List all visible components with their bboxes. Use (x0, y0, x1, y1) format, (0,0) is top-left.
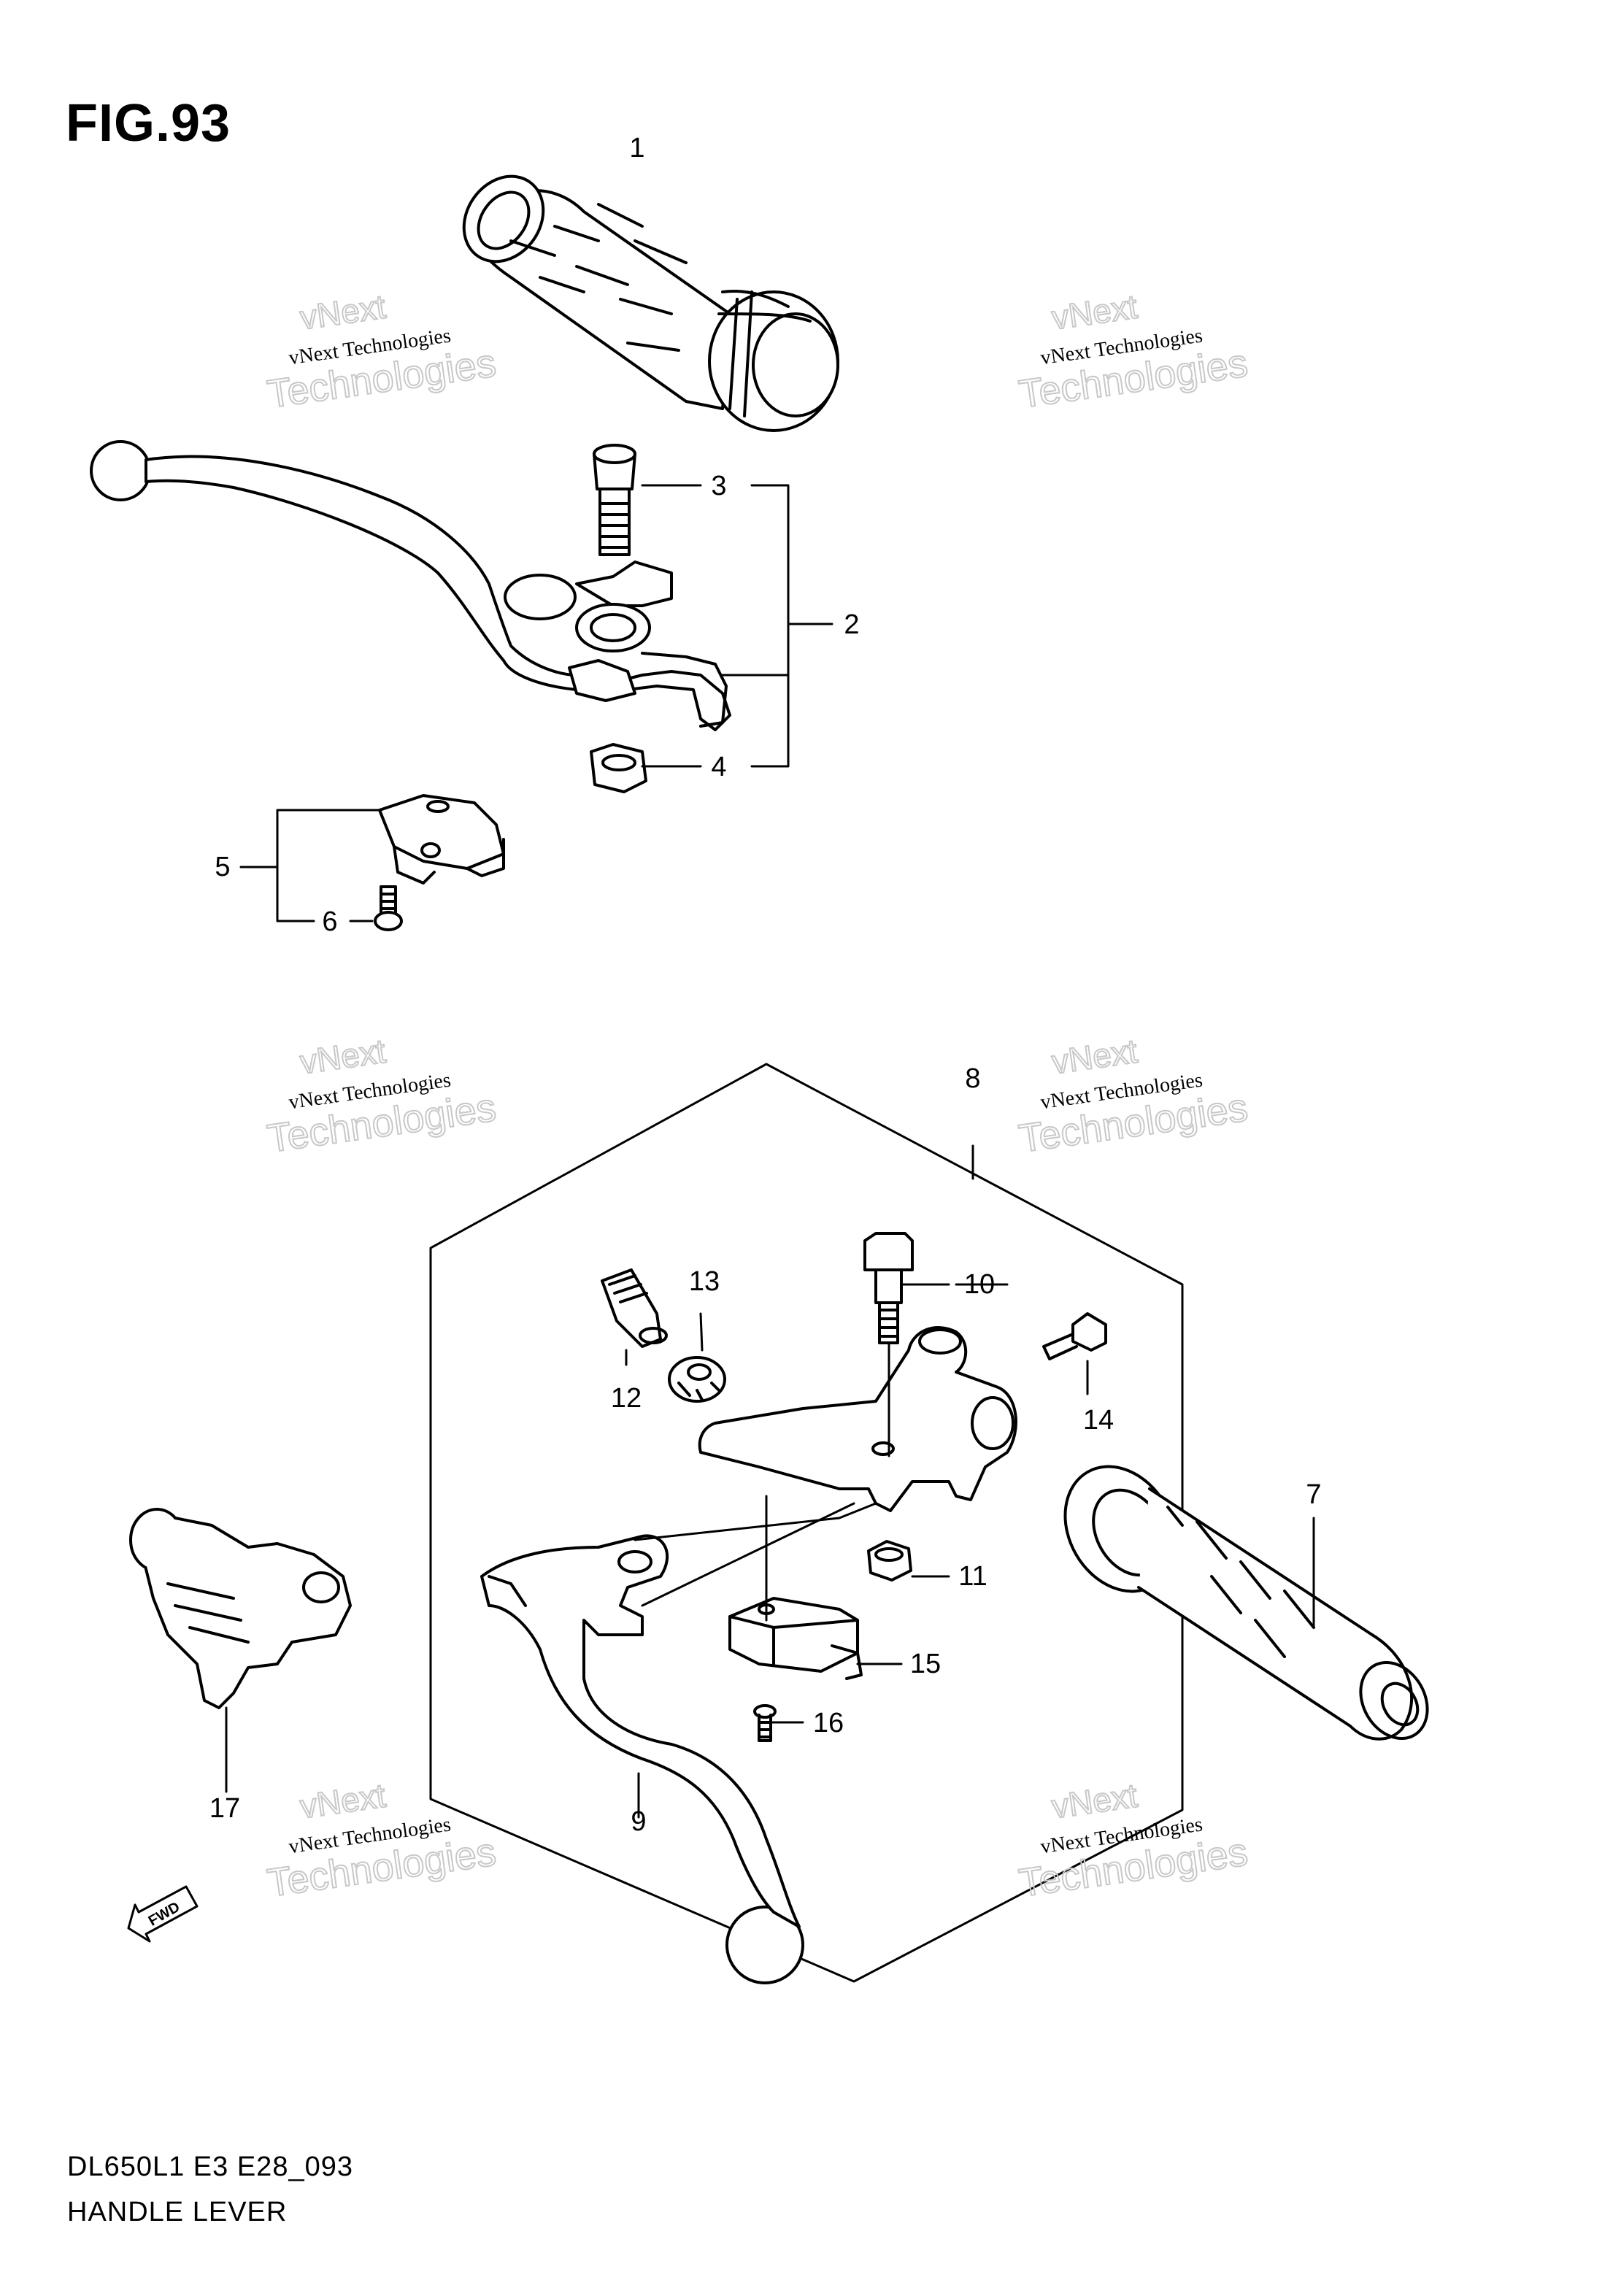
part-14-bolt (1042, 1312, 1107, 1360)
part-3-bolt (593, 444, 636, 556)
callout-13: 13 (689, 1266, 720, 1297)
watermark-top-left: vNext vNext Technologies Technologies (264, 287, 500, 417)
callout-4: 4 (711, 752, 726, 782)
fwd-arrow-icon (127, 1885, 199, 1943)
svg-text:vNext: vNext (298, 288, 388, 337)
watermark-mid-right: vNext vNext Technologies Technologies (1016, 1031, 1252, 1162)
part-5-switch (378, 794, 505, 885)
part-10-bolt (863, 1232, 914, 1344)
watermark-bottom-right: vNext vNext Technologies Technologies (1016, 1776, 1252, 1906)
callout-17: 17 (209, 1793, 240, 1824)
callouts: 1 2 3 4 5 6 7 8 9 10 11 12 13 14 15 16 1… (209, 133, 1322, 1837)
part-6-screw (374, 885, 403, 931)
callout-6: 6 (322, 906, 337, 937)
part-11-nut (867, 1540, 912, 1582)
callout-15: 15 (910, 1649, 941, 1679)
watermark-top-right: vNext vNext Technologies Technologies (1016, 287, 1252, 417)
leaders-lower (225, 1283, 1315, 1819)
callout-2: 2 (844, 609, 859, 640)
part-9-clutch-lever (480, 1534, 804, 1984)
footer-name: HANDLE LEVER (67, 2197, 288, 2227)
callout-5: 5 (215, 852, 230, 882)
watermark-bottom-left: vNext vNext Technologies Technologies (264, 1776, 500, 1906)
part-12-adjuster (601, 1268, 668, 1348)
svg-text:vNext: vNext (1050, 288, 1140, 337)
svg-text:vNext: vNext (1050, 1776, 1140, 1826)
leaders-5-6 (239, 809, 381, 922)
callout-1: 1 (629, 133, 644, 163)
callout-3: 3 (711, 471, 726, 501)
part-17-perch (129, 1508, 352, 1709)
svg-text:vNext: vNext (298, 1032, 388, 1082)
svg-text:vNext: vNext (298, 1776, 388, 1826)
callout-7: 7 (1306, 1479, 1321, 1510)
part-1-grip (462, 174, 839, 432)
callout-8: 8 (965, 1063, 980, 1094)
callout-12: 12 (611, 1383, 642, 1414)
leaders-2-3-4 (641, 484, 833, 768)
callout-14: 14 (1083, 1405, 1114, 1436)
part-16-screw (753, 1704, 777, 1742)
part-8-group-outline (429, 1063, 1184, 1983)
part-4-nut (590, 743, 647, 793)
part-7-grip (1063, 1465, 1429, 1741)
part-15-switch (728, 1597, 863, 1680)
watermark-mid-left: vNext vNext Technologies Technologies (264, 1031, 500, 1162)
part-13-washer (668, 1356, 726, 1403)
callout-11: 11 (958, 1561, 987, 1592)
footer-code: DL650L1 E3 E28_093 (67, 2151, 353, 2182)
callout-16: 16 (813, 1708, 844, 1738)
figure-title: FIG.93 (66, 94, 231, 153)
callout-10: 10 (964, 1269, 995, 1300)
svg-text:vNext: vNext (1050, 1032, 1140, 1082)
clutch-bracket (698, 1326, 1017, 1512)
part-2-lever (90, 440, 731, 731)
callout-9: 9 (631, 1806, 646, 1837)
